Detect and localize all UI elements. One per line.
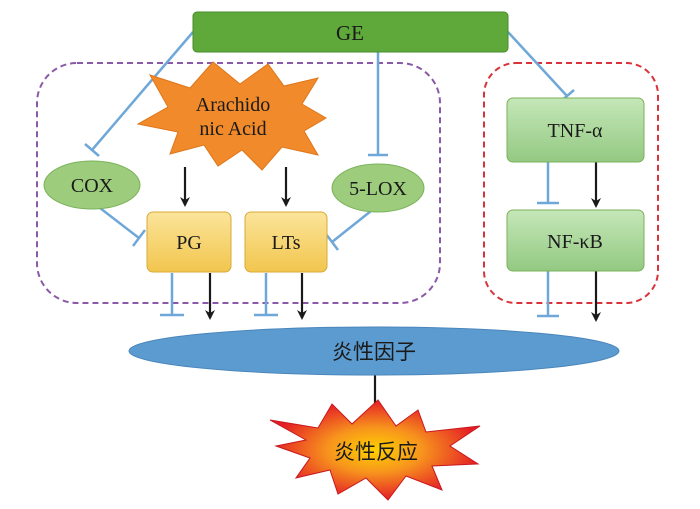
arachidonic-acid-node: Arachido nic Acid	[136, 61, 327, 171]
tnf-alpha-label: TNF-α	[548, 120, 603, 142]
tnf-alpha-node: TNF-α	[506, 97, 645, 163]
lox-label: 5-LOX	[349, 178, 407, 200]
pg-label: PG	[176, 232, 202, 254]
inhibition-lines	[84, 31, 575, 318]
lox-node: 5-LOX	[331, 163, 425, 213]
lts-label: LTs	[272, 232, 301, 254]
pg-node: PG	[146, 211, 232, 273]
arachidonic-pathway-group	[36, 62, 441, 304]
ge-node: GE	[192, 11, 509, 53]
nf-kb-node: NF-κB	[506, 209, 645, 272]
arachidonic-star-shape	[136, 61, 327, 171]
reaction-star-shape	[269, 399, 481, 501]
inflammatory-factors-node: 炎性因子	[128, 326, 620, 376]
arachidonic-line-1: Arachido	[196, 94, 270, 116]
inflammatory-reaction-node: 炎性反应	[269, 399, 481, 501]
nf-kb-label: NF-κB	[547, 231, 603, 253]
cox-label: COX	[71, 175, 114, 197]
lts-node: LTs	[244, 211, 328, 273]
nfkb-pathway-group	[483, 62, 659, 304]
inflammatory-reaction-label: 炎性反应	[334, 440, 418, 464]
inflammatory-factors-label: 炎性因子	[332, 340, 416, 364]
ge-label: GE	[336, 21, 364, 45]
arachidonic-line-2: nic Acid	[199, 118, 266, 140]
cox-node: COX	[43, 160, 141, 210]
